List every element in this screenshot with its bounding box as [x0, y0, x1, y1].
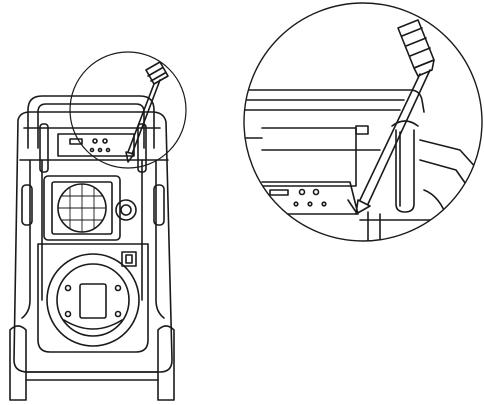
dehumidifier-unit — [9, 95, 175, 401]
lower-panel — [37, 243, 149, 353]
wheels — [9, 325, 175, 401]
magnifier-circle-icon — [243, 2, 483, 242]
screwdriver-icon — [125, 61, 169, 163]
carry-handle — [27, 95, 155, 149]
drain-port — [115, 199, 137, 221]
tube-pillar-detail — [391, 120, 419, 213]
screwdriver-detail-icon — [355, 19, 435, 215]
detail-magnifier — [243, 2, 483, 242]
unit-body — [13, 111, 173, 373]
magnified-content — [244, 89, 479, 241]
tube-pillars — [39, 123, 147, 173]
air-intake-grille — [43, 175, 121, 241]
control-panel-detail — [261, 181, 359, 215]
hose-outlet — [46, 253, 140, 347]
detail-callout-circle — [69, 51, 187, 169]
control-panel — [57, 133, 135, 157]
